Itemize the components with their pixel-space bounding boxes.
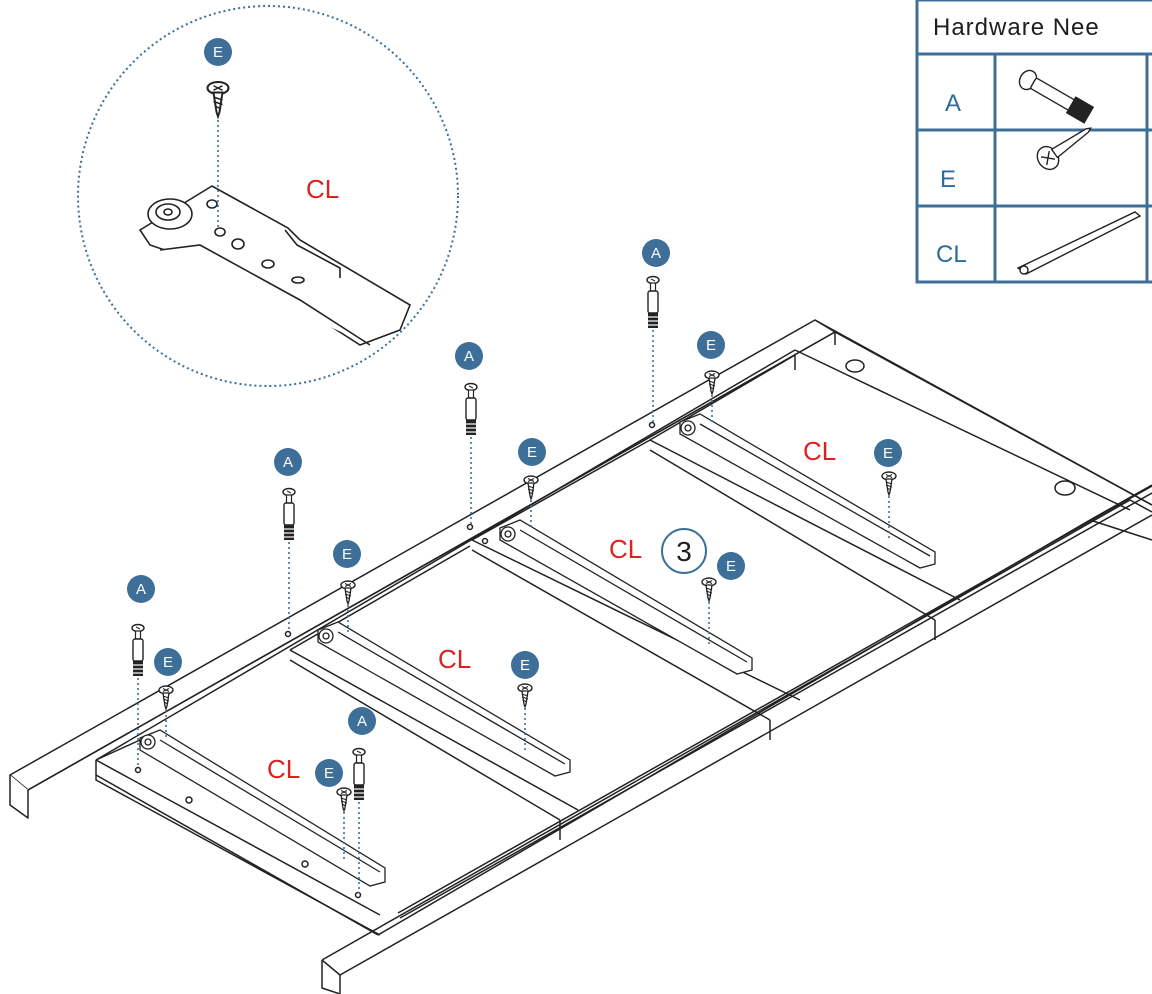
drawer-slide-icon (1016, 211, 1142, 275)
callout-label: E (726, 558, 736, 575)
callout-e-3: E (697, 331, 725, 359)
slide-label-cl-4: CL (438, 644, 471, 674)
callout-label: A (283, 454, 293, 471)
screw-e-8 (336, 787, 352, 812)
callout-e-7: E (874, 439, 902, 467)
callout-label: E (163, 654, 173, 671)
slide-label-cl-1: CL (306, 174, 339, 204)
callout-label: E (520, 657, 530, 674)
leader-lines (137, 330, 890, 893)
callout-e-8: E (333, 540, 361, 568)
frame-panel (9, 319, 1152, 994)
bolt-a-3 (464, 382, 478, 436)
slide-label-cl-3: CL (609, 534, 642, 564)
detail-zoom (77, 5, 459, 387)
hardware-id-a: A (945, 90, 961, 117)
callout-e-12: E (511, 651, 539, 679)
callout-label: A (651, 245, 661, 262)
screw-e-5 (881, 471, 897, 496)
hardware-id-cl: CL (936, 241, 967, 268)
callout-e-5: E (518, 438, 546, 466)
bolt-a-1 (131, 623, 145, 677)
screw-e-7 (517, 683, 533, 708)
labels-layer: E A E A E A E E E A E E A E CL CL CL CL CL (127, 38, 902, 787)
callout-a-4: A (455, 342, 483, 370)
callout-label: E (324, 765, 334, 782)
bolt-a-4 (646, 275, 660, 329)
callout-label: E (342, 546, 352, 563)
callout-label: E (213, 44, 223, 61)
callout-label: A (136, 581, 146, 598)
slide-2 (317, 621, 571, 777)
slide-4 (679, 413, 936, 569)
callout-a-6: A (274, 448, 302, 476)
callout-label: E (706, 337, 716, 354)
callout-label: A (464, 348, 474, 365)
slide-1 (139, 729, 386, 887)
bolt-a-5 (352, 747, 366, 801)
hardware-id-e: E (940, 166, 956, 193)
callout-e-9: E (717, 552, 745, 580)
callout-a-10: A (127, 575, 155, 603)
slide-label-cl-5: CL (267, 754, 300, 784)
slide-label-cl-2: CL (803, 436, 836, 466)
callout-e-11: E (154, 648, 182, 676)
screw-e-6 (701, 577, 717, 602)
callout-label: E (527, 444, 537, 461)
wood-screw-icon (1036, 127, 1092, 171)
slide-3 (499, 519, 753, 675)
step-number-text: 3 (676, 536, 692, 567)
callout-label: A (357, 713, 367, 730)
callout-e-1: E (204, 38, 232, 66)
cam-bolt-icon (1018, 69, 1095, 124)
hardware-table-title: Hardware Nee (933, 14, 1100, 41)
bolt-a-2 (282, 487, 296, 541)
callout-a-2: A (642, 239, 670, 267)
callout-e-14: E (315, 759, 343, 787)
step-number: 3 (661, 528, 707, 574)
callout-a-13: A (348, 707, 376, 735)
hardware-table: Hardware Nee A E CL (915, 0, 1152, 284)
callout-label: E (883, 445, 893, 462)
